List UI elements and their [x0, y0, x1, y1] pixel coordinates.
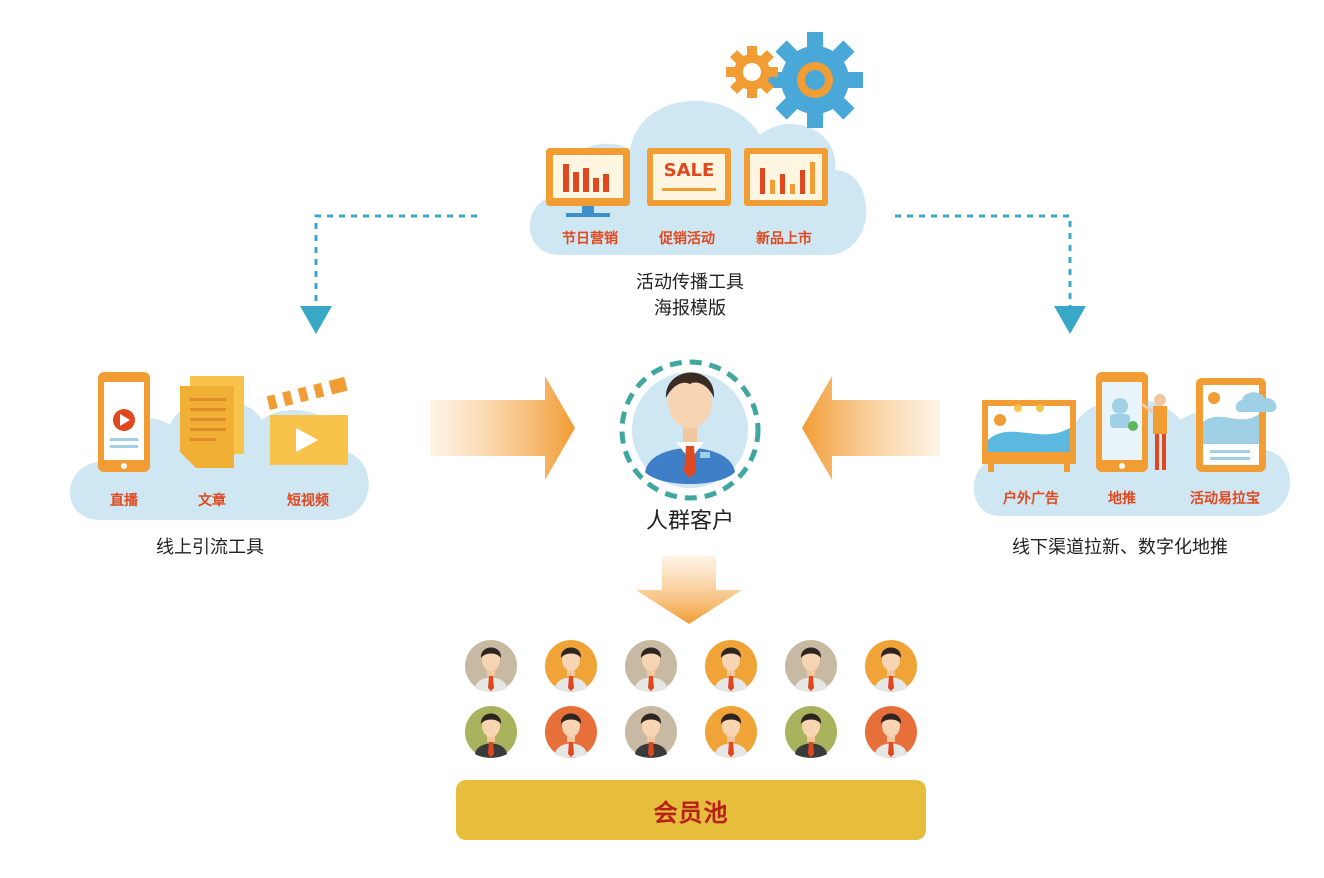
- center-label: 人群客户: [645, 509, 734, 534]
- member-pool-label: 会员池: [653, 798, 729, 827]
- member-avatar: [785, 640, 837, 692]
- top-item-label-1: 节日营销: [562, 231, 618, 247]
- clapperboard-video-icon: [266, 377, 348, 465]
- promoter-person-icon: [1141, 394, 1167, 470]
- small-gear-icon: [726, 46, 778, 98]
- phone-live-icon: [98, 372, 150, 472]
- left-caption: 线上引流工具: [156, 537, 264, 558]
- top-item-label-3: 新品上市: [756, 231, 812, 247]
- member-avatar: [865, 640, 917, 692]
- member-avatar: [625, 706, 677, 758]
- member-avatar: [705, 706, 757, 758]
- member-avatar: [625, 640, 677, 692]
- sale-poster-text: SALE: [663, 160, 715, 181]
- right-item-label-2: 地推: [1108, 491, 1136, 507]
- left-item-label-2: 文章: [198, 493, 226, 509]
- member-avatar: [865, 706, 917, 758]
- dotted-arrow-left: [300, 214, 477, 334]
- member-pool-bar: 会员池: [456, 780, 926, 840]
- rollup-banner-icon: [1196, 378, 1266, 472]
- left-item-label-1: 直播: [110, 493, 138, 509]
- member-avatar: [465, 640, 517, 692]
- dotted-arrow-right: [895, 214, 1086, 334]
- article-document-icon: [180, 376, 244, 468]
- arrow-left-to-center: [430, 376, 575, 480]
- billboard-icon: [982, 400, 1076, 472]
- top-caption-line2: 海报模版: [654, 298, 726, 319]
- small-cloud-icon: [1235, 392, 1277, 412]
- member-avatar: [465, 706, 517, 758]
- left-item-label-3: 短视频: [287, 493, 329, 509]
- member-avatar: [545, 640, 597, 692]
- gear-icon: [767, 32, 863, 128]
- member-avatars: [465, 640, 917, 758]
- bar-chart-board-icon: [744, 148, 828, 206]
- arrow-right-to-center: [802, 376, 940, 480]
- central-customer-avatar: [619, 359, 761, 501]
- member-avatar: [705, 640, 757, 692]
- top-item-label-2: 促销活动: [659, 231, 715, 247]
- phone-promoter-icon: [1096, 372, 1148, 472]
- monitor-chart-icon: [546, 148, 630, 217]
- member-avatar: [545, 706, 597, 758]
- right-item-label-3: 活动易拉宝: [1190, 491, 1260, 507]
- member-avatar: [785, 706, 837, 758]
- right-caption: 线下渠道拉新、数字化地推: [1012, 537, 1228, 558]
- right-item-label-1: 户外广告: [1003, 491, 1059, 507]
- arrow-down-to-pool: [636, 556, 742, 624]
- top-caption-line1: 活动传播工具: [636, 272, 744, 293]
- sale-poster-icon: [647, 148, 731, 206]
